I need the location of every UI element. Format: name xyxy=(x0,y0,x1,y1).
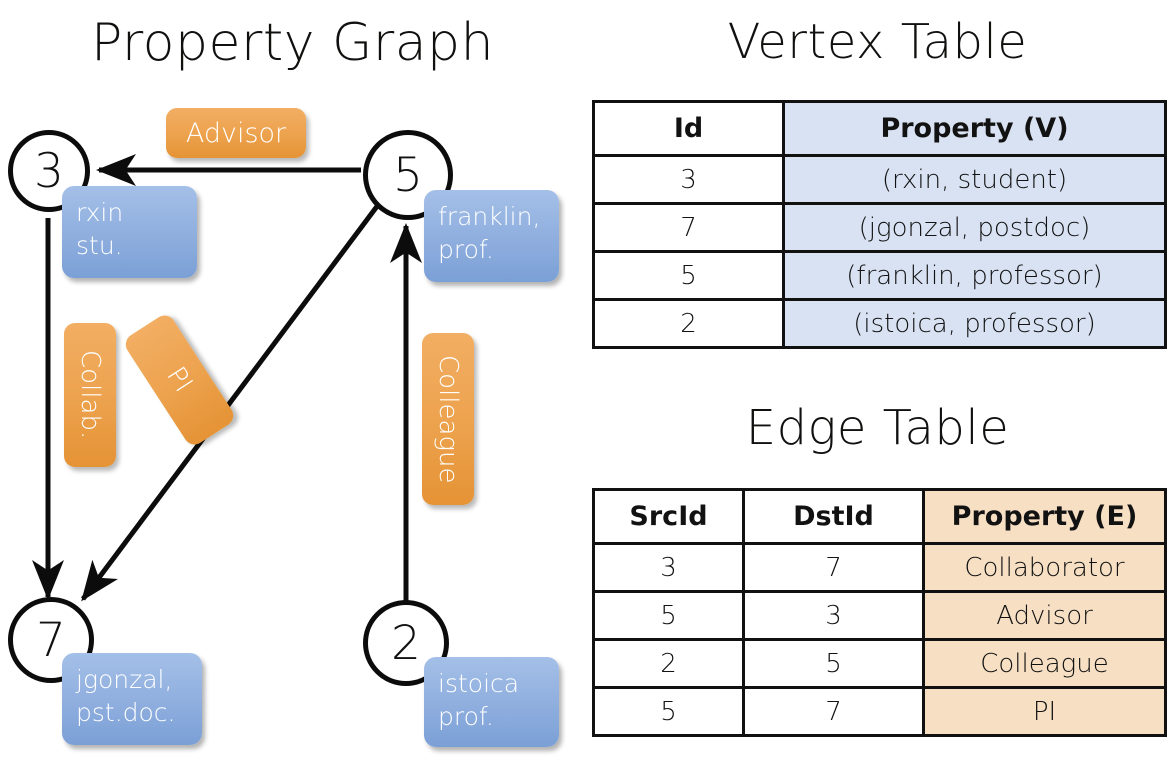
vertex-property-box-jgonzal[interactable]: jgonzal, pst.doc. xyxy=(62,653,202,745)
page-title-vertex-table: Vertex Table xyxy=(727,14,1028,70)
edge-label-collab-text: Collab. xyxy=(75,350,105,440)
edge-label-advisor-text: Advisor xyxy=(185,117,287,149)
page-title-edge-table: Edge Table xyxy=(745,400,1010,456)
page-title-property-graph: Property Graph xyxy=(90,13,495,73)
edge-table-cell-dstid: 7 xyxy=(742,542,925,593)
edge-table-cell-srcid: 2 xyxy=(592,638,745,689)
graph-edge-lines xyxy=(32,154,422,606)
table-row[interactable]: 5 7 PI xyxy=(592,686,1167,737)
vertex-property-box-istoica[interactable]: istoica prof. xyxy=(424,657,559,747)
vertex-property-box-rxin[interactable]: rxin stu. xyxy=(62,186,197,278)
table-row[interactable]: 2 (istoica, professor) xyxy=(592,298,1167,349)
table-row[interactable]: 2 5 Colleague xyxy=(592,638,1167,689)
vertex-table-header-id[interactable]: Id xyxy=(592,100,785,157)
edge-label-colleague-text: Colleague xyxy=(433,354,463,484)
vertex-table-cell-id: 7 xyxy=(592,202,785,253)
vertex-table-header-property[interactable]: Property (V) xyxy=(782,100,1167,157)
vertex-property-franklin-line2: prof. xyxy=(438,235,494,264)
edge-table-cell-srcid: 5 xyxy=(592,590,745,641)
edge-table-header-dstid[interactable]: DstId xyxy=(742,488,925,545)
table-row[interactable]: 5 (franklin, professor) xyxy=(592,250,1167,301)
edge-line-pi xyxy=(80,203,381,602)
vertex-table-cell-property: (franklin, professor) xyxy=(782,250,1167,301)
graph-node-2-label: 2 xyxy=(391,615,421,671)
edge-table-cell-srcid: 5 xyxy=(592,686,745,737)
vertex-property-franklin-line1: franklin, xyxy=(438,202,541,231)
vertex-property-box-franklin[interactable]: franklin, prof. xyxy=(424,190,559,282)
vertex-table-cell-property: (rxin, student) xyxy=(782,154,1167,205)
edge-label-colleague[interactable]: Colleague xyxy=(422,333,474,505)
table-row[interactable]: 3 7 Collaborator xyxy=(592,542,1167,593)
edge-table-header-row: SrcId DstId Property (E) xyxy=(592,488,1167,545)
edge-table-cell-property: Collaborator xyxy=(922,542,1167,593)
vertex-property-rxin-line1: rxin xyxy=(76,198,124,227)
vertex-table-cell-id: 3 xyxy=(592,154,785,205)
edge-label-advisor[interactable]: Advisor xyxy=(166,108,306,158)
edge-table: SrcId DstId Property (E) 3 7 Collaborato… xyxy=(592,488,1167,737)
edge-table-cell-srcid: 3 xyxy=(592,542,745,593)
vertex-table-cell-property: (jgonzal, postdoc) xyxy=(782,202,1167,253)
vertex-table-header-row: Id Property (V) xyxy=(592,100,1167,157)
vertex-property-jgonzal-line1: jgonzal, xyxy=(76,665,173,694)
table-row[interactable]: 3 (rxin, student) xyxy=(592,154,1167,205)
vertex-table-cell-id: 5 xyxy=(592,250,785,301)
graph-node-2[interactable]: 2 xyxy=(363,600,449,686)
edge-label-collab[interactable]: Collab. xyxy=(64,323,116,467)
vertex-table-cell-property: (istoica, professor) xyxy=(782,298,1167,349)
vertex-property-rxin-line2: stu. xyxy=(76,231,123,260)
edge-table-cell-dstid: 5 xyxy=(742,638,925,689)
vertex-property-istoica-line2: prof. xyxy=(438,702,494,731)
edge-table-cell-property: Colleague xyxy=(922,638,1167,689)
edge-table-header-property[interactable]: Property (E) xyxy=(922,488,1167,545)
property-graph-diagram: 3 5 7 2 rxin stu. franklin, prof. jgonza… xyxy=(8,108,559,747)
table-row[interactable]: 7 (jgonzal, postdoc) xyxy=(592,202,1167,253)
graph-node-7-label: 7 xyxy=(36,612,66,668)
edge-table-header-srcid[interactable]: SrcId xyxy=(592,488,745,545)
graph-node-5-label: 5 xyxy=(393,147,423,203)
vertex-property-jgonzal-line2: pst.doc. xyxy=(76,698,176,727)
vertex-property-istoica-line1: istoica xyxy=(438,669,520,698)
vertex-table: Id Property (V) 3 (rxin, student) 7 (jgo… xyxy=(592,100,1167,349)
vertex-table-cell-id: 2 xyxy=(592,298,785,349)
edge-table-cell-property: Advisor xyxy=(922,590,1167,641)
graph-node-5[interactable]: 5 xyxy=(363,130,453,220)
edge-label-pi-text: PI xyxy=(160,362,199,398)
graph-node-3-label: 3 xyxy=(34,143,64,199)
table-row[interactable]: 5 3 Advisor xyxy=(592,590,1167,641)
edge-table-cell-dstid: 7 xyxy=(742,686,925,737)
edge-table-cell-property: PI xyxy=(922,686,1167,737)
edge-table-cell-dstid: 3 xyxy=(742,590,925,641)
